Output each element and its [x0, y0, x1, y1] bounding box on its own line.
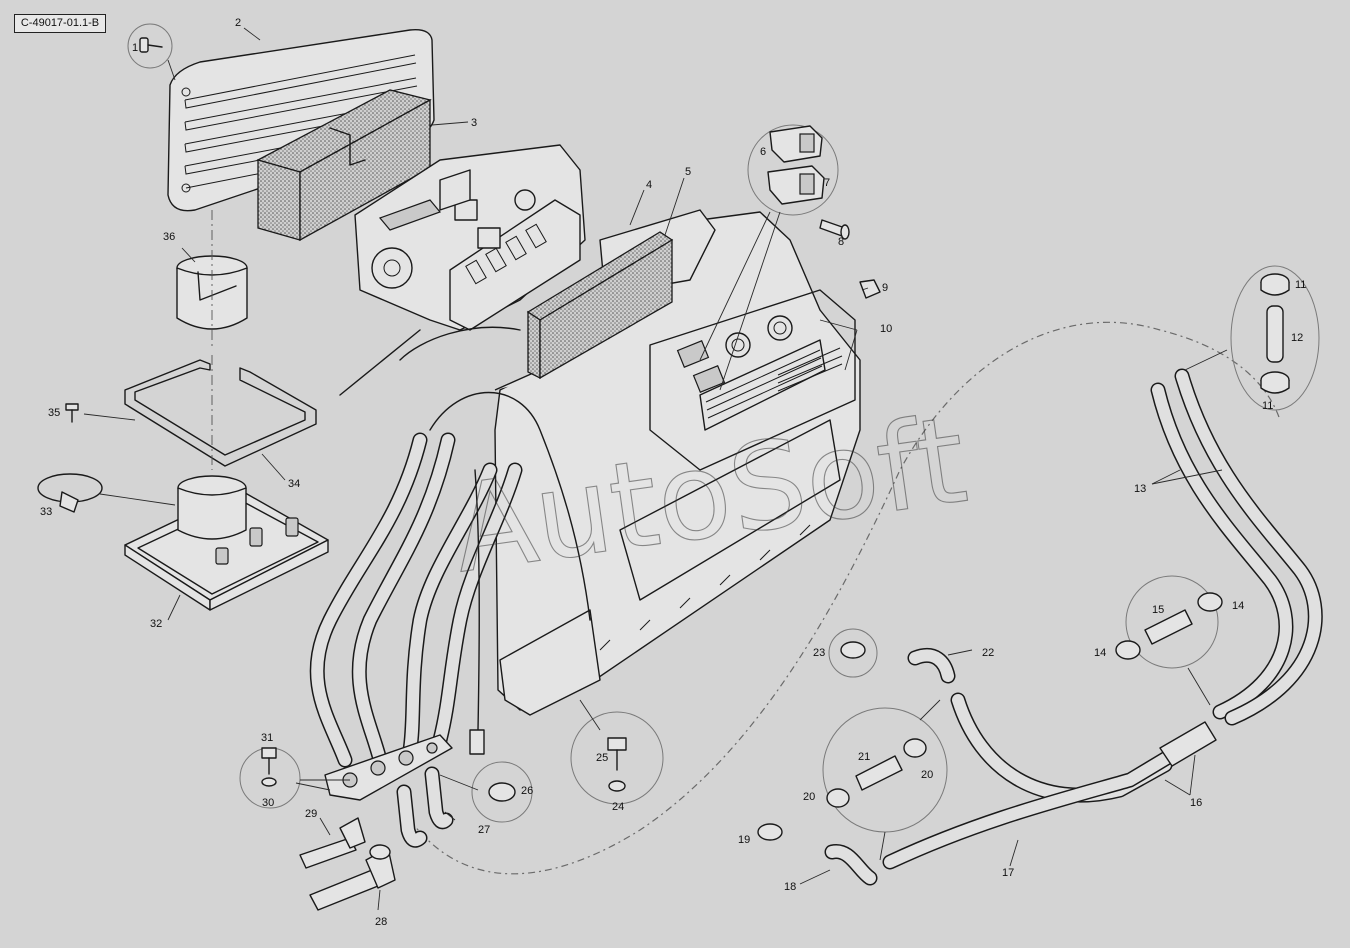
part-fitting-28 — [309, 844, 396, 911]
part-clip-9 — [859, 279, 881, 299]
callout-label: 20 — [803, 791, 815, 803]
callout-numbers: 1 2 3 4 5 6 7 8 9 10 11 11 12 13 14 14 1… — [40, 17, 1306, 928]
callout-label: 13 — [1134, 483, 1146, 495]
callout-label: 4 — [646, 179, 652, 191]
leader-lines — [83, 27, 1228, 911]
callout-label: 19 — [738, 834, 750, 846]
callout-label: 34 — [288, 478, 300, 490]
part-screw-35 — [65, 403, 79, 423]
callout-label: 5 — [685, 166, 691, 178]
part-gasket — [124, 210, 317, 470]
part-clamp-23 — [828, 628, 878, 678]
callout-label: 9 — [882, 282, 888, 294]
callout-label: 29 — [305, 808, 317, 820]
part-clamp-19 — [757, 823, 783, 841]
part-long-hoses — [1150, 368, 1323, 726]
callout-label: 14 — [1094, 647, 1106, 659]
part-screw-8 — [819, 219, 850, 240]
part-short-hoses — [882, 692, 1217, 870]
callout-label: 30 — [262, 797, 274, 809]
callout-label: 7 — [824, 177, 830, 189]
callout-label: 2 — [235, 17, 241, 29]
hose-routing-line — [409, 321, 1281, 875]
callout-label: 15 — [1152, 604, 1164, 616]
callout-label: 27 — [478, 824, 490, 836]
part-filter-box — [256, 89, 432, 242]
callout-label: 28 — [375, 916, 387, 928]
part-cable-tie — [37, 473, 103, 513]
part-filter-panel — [526, 231, 674, 380]
callout-label: 10 — [880, 323, 892, 335]
part-elbow-22 — [907, 647, 956, 684]
part-bolt-30-31 — [239, 747, 301, 809]
callout-label: 14 — [1232, 600, 1244, 612]
callout-label: 18 — [784, 881, 796, 893]
callout-label: 31 — [261, 732, 273, 744]
part-clamp-26 — [471, 761, 533, 823]
callout-label: 1 — [132, 42, 138, 54]
callout-label: 11 — [1295, 279, 1306, 291]
part-bolt-24-25 — [570, 711, 664, 805]
part-fan-assembly — [339, 144, 586, 396]
part-base-plate — [124, 475, 329, 611]
callout-label: 33 — [40, 506, 52, 518]
callout-label: 12 — [1291, 332, 1303, 344]
part-elbow-18 — [824, 844, 878, 886]
callout-label: 6 — [760, 146, 766, 158]
callout-label: 24 — [612, 801, 624, 813]
part-heater-hoses — [309, 326, 591, 768]
callout-label: 32 — [150, 618, 162, 630]
part-switches — [699, 124, 839, 391]
part-screw-1 — [127, 23, 173, 69]
callout-label: 16 — [1190, 797, 1202, 809]
callout-label: 26 — [521, 785, 533, 797]
callout-label: 11 — [1262, 400, 1273, 412]
part-short-hoses-27 — [396, 766, 454, 848]
callout-label: 20 — [921, 769, 933, 781]
callout-label: 17 — [1002, 867, 1014, 879]
part-connector-11-12 — [1230, 265, 1320, 411]
callout-label: 25 — [596, 752, 608, 764]
callout-label: 22 — [982, 647, 994, 659]
part-connector-14-15 — [1115, 575, 1223, 706]
callout-label: 23 — [813, 647, 825, 659]
callout-label: 21 — [858, 751, 870, 763]
drawing-reference-number: C-49017-01.1-B — [14, 14, 106, 33]
callout-label: 8 — [838, 236, 844, 248]
part-connector-20-21 — [822, 707, 948, 861]
callout-label: 35 — [48, 407, 60, 419]
callout-label: 36 — [163, 231, 175, 243]
callout-label: 3 — [471, 117, 477, 129]
part-manifold-plate — [324, 734, 453, 801]
part-fitting-29 — [299, 817, 366, 869]
